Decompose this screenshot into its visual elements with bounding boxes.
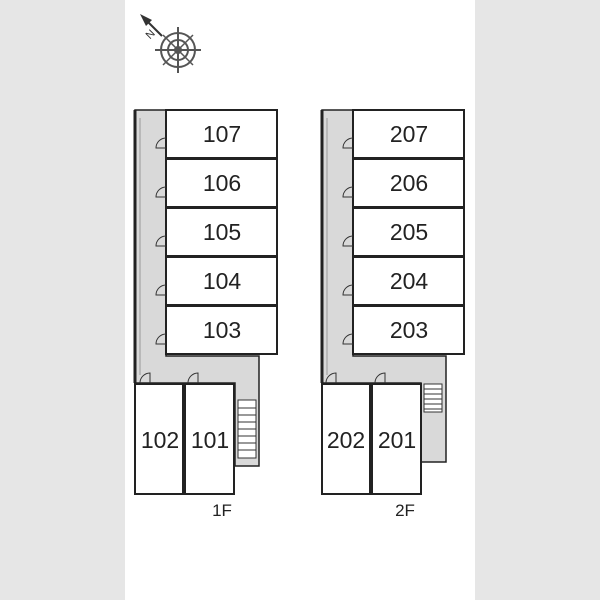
unit-102 [134,383,184,495]
unit-label-107: 107 [203,121,241,147]
unit-label-203: 203 [390,317,428,343]
unit-101 [184,383,235,495]
unit-label-206: 206 [390,170,428,196]
staircase-icon-2f [423,383,443,413]
unit-label-102: 102 [141,427,179,453]
compass-rose-icon [140,14,201,73]
unit-label-104: 104 [203,268,242,294]
unit-label-204: 204 [390,268,429,294]
unit-202 [321,383,371,495]
unit-label-205: 205 [390,219,428,245]
unit-105 [165,207,278,257]
door-icons-2f [325,137,386,384]
unit-label-202: 202 [327,427,365,453]
unit-label-106: 106 [203,170,241,196]
unit-201 [371,383,422,495]
floor-1f: 107 106 105 104 103 102 101 [133,109,278,520]
unit-label-101: 101 [191,427,229,453]
unit-103 [165,305,278,355]
unit-205 [352,207,465,257]
unit-label-105: 105 [203,219,241,245]
unit-106 [165,158,278,208]
door-icons-1f [139,137,199,384]
unit-203 [352,305,465,355]
floor-label-2f: 2F [395,501,415,520]
unit-label-103: 103 [203,317,241,343]
unit-label-207: 207 [390,121,428,147]
unit-206 [352,158,465,208]
unit-104 [165,256,278,306]
floor-label-1f: 1F [212,501,232,520]
floor-2f: 207 206 205 204 203 202 201 2F [320,109,465,520]
unit-label-201: 201 [378,427,416,453]
staircase-icon-1f [237,399,257,459]
